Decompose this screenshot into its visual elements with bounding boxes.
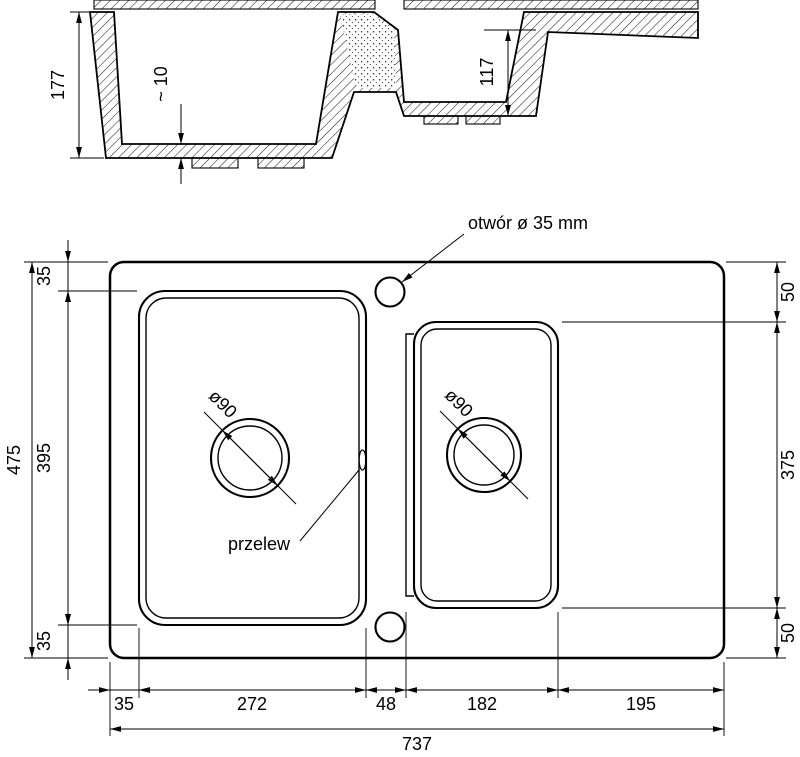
dim-overall-height-label: 475	[4, 445, 24, 475]
main-drain-inner	[217, 425, 283, 491]
dim-right-bottom-margin-label: 50	[778, 623, 798, 643]
dim-small-bowl-height-label: 375	[778, 450, 798, 480]
pad-main-right	[257, 157, 305, 169]
plan-view: ø90 ø90 otwór ø 35 mm przelew	[4, 213, 798, 754]
overflow-callout: przelew	[228, 469, 360, 554]
tap-hole-bottom	[374, 611, 406, 643]
dim-bottom-thickness-label: ~ 10	[151, 66, 171, 102]
dim-total-depth: 177	[48, 11, 104, 159]
right-dimensions: 50 375 50	[562, 261, 798, 659]
cross-section-view: 177 ~ 10 117	[48, 0, 699, 184]
dim-right-top-margin-label: 50	[778, 282, 798, 302]
small-bowl-outer	[412, 320, 560, 610]
dim-overall-width-label: 737	[402, 734, 432, 754]
divider-step	[405, 333, 414, 597]
tap-hole-label: otwór ø 35 mm	[468, 213, 588, 233]
tap-hole-callout: otwór ø 35 mm	[401, 213, 588, 283]
small-drain-label: ø90	[441, 385, 477, 421]
small-bowl-inner	[420, 328, 552, 602]
main-bowl-inner	[145, 297, 360, 619]
bottom-dimensions: 35 272 48 182 195 737	[88, 612, 725, 754]
sink-outline	[108, 260, 726, 660]
tap-hole-top	[374, 276, 406, 308]
pad-main-left	[191, 157, 239, 169]
dim-total-depth-label: 177	[48, 70, 68, 100]
pad-small-left	[423, 115, 459, 125]
main-drain-label: ø90	[205, 386, 241, 422]
dim-small-bowl-depth-label: 117	[477, 58, 497, 87]
dim-left-top-margin-label: 35	[34, 266, 54, 286]
main-drain-outer	[209, 417, 291, 499]
left-dimensions: 475 35 395 35	[4, 240, 137, 680]
small-drain-outer	[445, 416, 523, 494]
divider-stipple	[340, 14, 396, 88]
deck-band-left	[93, 0, 376, 10]
overflow-label: przelew	[228, 534, 291, 554]
small-drain: ø90	[439, 385, 529, 500]
dim-main-bowl-height-label: 395	[34, 443, 54, 473]
dim-bowl-gap-label: 48	[376, 694, 396, 714]
dim-small-bowl-width-label: 182	[467, 694, 497, 714]
main-drain: ø90	[203, 386, 297, 505]
dim-bottom-left-margin-label: 35	[114, 694, 134, 714]
small-drain-inner	[453, 424, 515, 486]
dim-main-bowl-width-label: 272	[237, 694, 267, 714]
dim-small-bowl-depth: 117	[477, 29, 536, 116]
deck-band-right	[403, 0, 699, 10]
dim-drainer-width-label: 195	[626, 694, 656, 714]
overflow-slot	[358, 449, 367, 471]
dim-left-bottom-margin-label: 35	[34, 631, 54, 651]
dim-bottom-thickness: ~ 10	[151, 66, 184, 184]
main-bowl-outer	[137, 289, 368, 627]
pad-small-right	[465, 115, 501, 125]
